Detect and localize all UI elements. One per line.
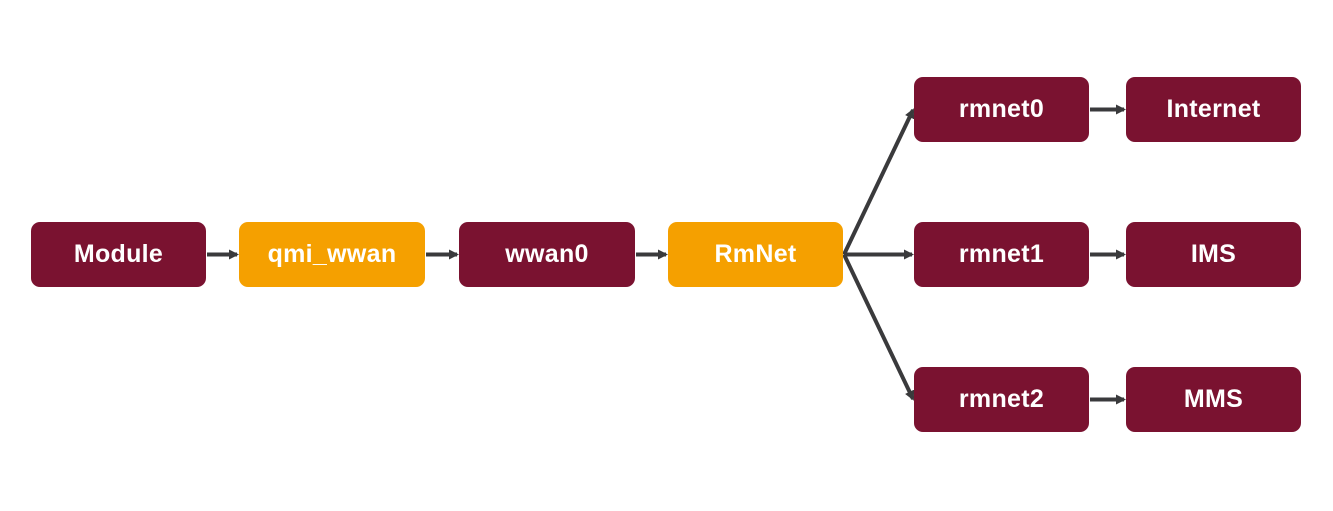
node-internet: Internet [1126, 77, 1301, 142]
node-label: qmi_wwan [267, 240, 397, 268]
node-label: rmnet1 [958, 240, 1045, 268]
node-label: MMS [1183, 385, 1244, 413]
node-label: RmNet [714, 240, 797, 268]
node-ims: IMS [1126, 222, 1301, 287]
node-label: wwan0 [505, 240, 589, 268]
node-mms: MMS [1126, 367, 1301, 432]
node-rmnet1: rmnet1 [914, 222, 1089, 287]
node-rmnet2: rmnet2 [914, 367, 1089, 432]
node-label: IMS [1190, 240, 1237, 268]
node-rmnet: RmNet [668, 222, 843, 287]
arrow-rmnet-to-rmnet2 [842, 253, 915, 401]
node-label: rmnet2 [958, 385, 1045, 413]
node-module: Module [31, 222, 206, 287]
node-qmi-wwan: qmi_wwan [239, 222, 425, 287]
node-label: Internet [1166, 95, 1261, 123]
node-label: rmnet0 [958, 95, 1045, 123]
arrow-rmnet-to-rmnet0 [842, 108, 915, 256]
node-wwan0: wwan0 [459, 222, 635, 287]
node-rmnet0: rmnet0 [914, 77, 1089, 142]
node-label: Module [73, 240, 164, 268]
